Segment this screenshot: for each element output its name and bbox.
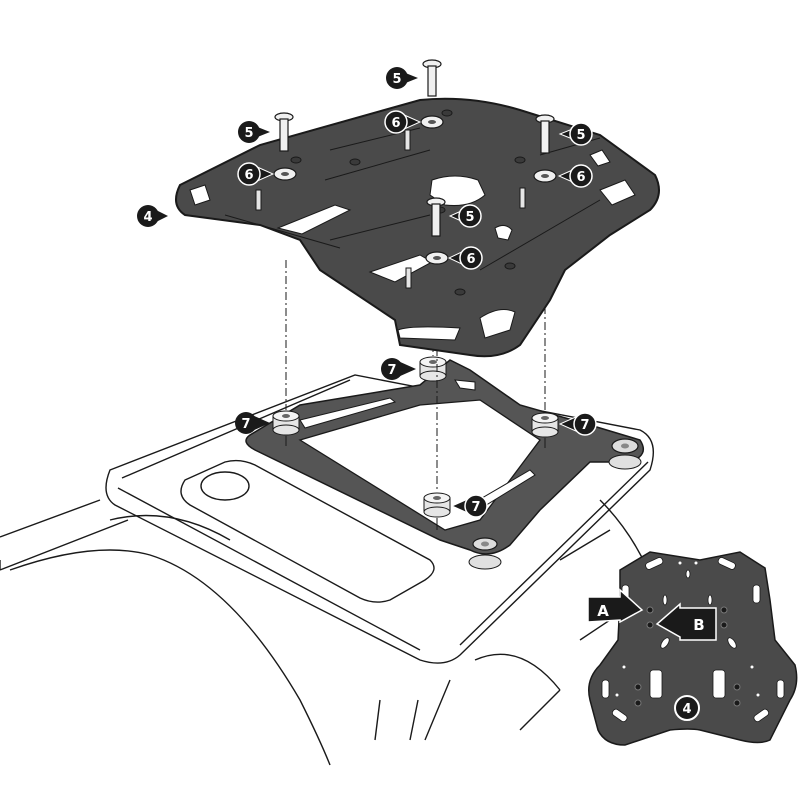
svg-text:A: A <box>597 602 609 620</box>
screw-icon <box>422 59 442 97</box>
callout-6-left: 6 <box>237 162 275 186</box>
callout-6-center: 6 <box>447 246 483 270</box>
washer-icon <box>533 169 557 183</box>
spacers <box>272 356 559 530</box>
washer-icon <box>420 115 444 129</box>
inset-label-4: 4 <box>674 695 700 721</box>
svg-text:7: 7 <box>471 500 480 515</box>
svg-text:6: 6 <box>466 252 475 267</box>
inset-plate-top-view: 4 A B <box>587 551 798 746</box>
callout-7-right: 7 <box>558 412 597 436</box>
callout-7-top: 7 <box>381 358 416 380</box>
inset-label-b: B <box>655 602 717 641</box>
screw-icon <box>535 114 555 154</box>
callouts: 5 5 5 5 6 6 <box>137 67 597 518</box>
svg-text:4: 4 <box>682 702 691 717</box>
callout-6-top: 6 <box>384 110 422 134</box>
svg-text:7: 7 <box>387 363 396 378</box>
svg-text:5: 5 <box>244 126 253 141</box>
callout-7-front: 7 <box>450 494 488 518</box>
washer-icon <box>273 167 297 181</box>
svg-text:B: B <box>693 616 704 634</box>
callout-4-main: 4 <box>137 205 168 227</box>
svg-text:5: 5 <box>576 128 585 143</box>
callout-5-left: 5 <box>238 121 270 143</box>
svg-text:7: 7 <box>241 417 250 432</box>
hardware <box>255 59 557 289</box>
svg-text:5: 5 <box>465 210 474 225</box>
svg-text:6: 6 <box>391 116 400 131</box>
spacer-icon <box>423 492 451 530</box>
inset-label-a: A <box>587 588 644 624</box>
callout-7-left: 7 <box>235 412 270 434</box>
svg-text:5: 5 <box>392 72 401 87</box>
spacer-icon <box>531 412 559 448</box>
svg-text:7: 7 <box>580 418 589 433</box>
svg-text:6: 6 <box>244 168 253 183</box>
screw-icon <box>426 197 446 237</box>
callout-5-center: 5 <box>448 204 482 228</box>
screw-icon <box>274 112 294 152</box>
callout-5-right: 5 <box>558 122 593 146</box>
spacer-icon <box>419 356 447 382</box>
svg-text:4: 4 <box>143 210 152 225</box>
spacer-icon <box>272 410 300 446</box>
callout-5-top: 5 <box>386 67 418 89</box>
svg-text:6: 6 <box>576 170 585 185</box>
callout-6-right: 6 <box>557 164 593 188</box>
washer-icon <box>425 251 449 265</box>
